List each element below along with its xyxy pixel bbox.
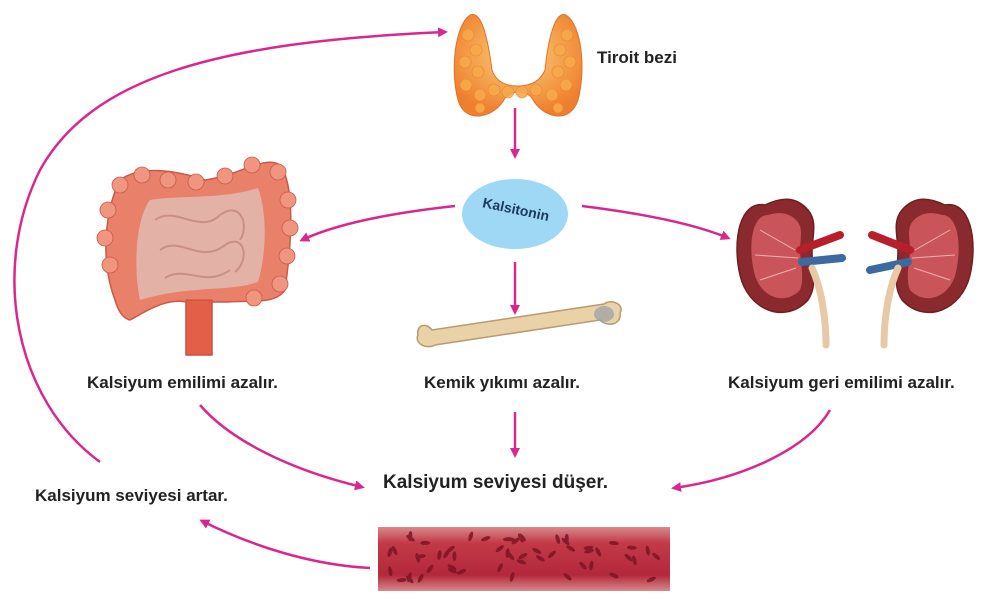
- arrow-kidney-effect-to-result: [674, 410, 830, 488]
- kalsitonin-bubble: Kalsitonin: [462, 179, 568, 249]
- arrow-intestine-effect-to-result: [200, 405, 362, 487]
- arrow-hormone-to-intestine: [302, 206, 455, 240]
- thyroid-gland-icon: [454, 14, 582, 116]
- calcium-increase-label: Kalsiyum seviyesi artar.: [35, 486, 228, 506]
- calcium-decrease-label: Kalsiyum seviyesi düşer.: [383, 472, 608, 494]
- blood-vessel-icon: [378, 527, 670, 591]
- arrow-hormone-to-kidney: [582, 206, 728, 238]
- thyroid-gland-label: Tiroit bezi: [597, 48, 677, 68]
- kidney-icon: [737, 199, 973, 345]
- large-intestine-icon: [97, 157, 298, 355]
- bone-effect-label: Kemik yıkımı azalır.: [424, 373, 580, 393]
- arrow-vessel-to-trigger: [202, 521, 370, 568]
- bone-icon: [417, 302, 621, 347]
- kidney-effect-label: Kalsiyum geri emilimi azalır.: [728, 373, 955, 393]
- intestine-effect-label: Kalsiyum emilimi azalır.: [87, 373, 278, 393]
- red-blood-cell: [420, 541, 430, 545]
